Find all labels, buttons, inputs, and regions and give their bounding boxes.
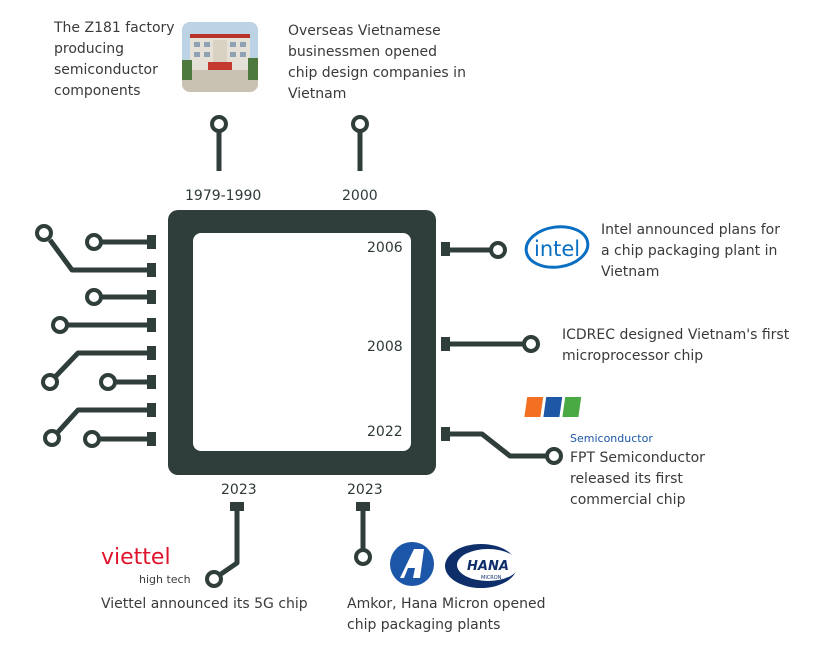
right-trace-2006 [441, 241, 507, 259]
bottom-trace-amkor [354, 502, 372, 566]
top-trace-1979 [210, 115, 228, 171]
right-trace-2022 [441, 427, 563, 465]
event-2023-amkor-line-2: chip packaging plants [347, 617, 501, 633]
year-label-2023-amkor: 2023 [347, 482, 383, 498]
right-trace-2008 [441, 335, 540, 353]
bottom-trace-viettel [205, 502, 244, 588]
event-2022-line-3: commercial chip [570, 492, 686, 508]
left-decorative-traces [35, 224, 156, 448]
event-2022-line-1: FPT Semiconductor [570, 450, 705, 466]
intel-logo: intel [524, 225, 590, 269]
event-1979-line-2: producing [54, 41, 125, 57]
event-2000-line-4: Vietnam [288, 86, 347, 102]
fpt-semiconductor-logo: F P T Semiconductor [524, 397, 653, 445]
viettel-high-tech-logo: viettel high tech [101, 545, 191, 586]
chip-window [193, 233, 411, 451]
event-2006-line-2: a chip packaging plant in [601, 243, 778, 259]
event-2022-description: FPT Semiconductor released its first com… [570, 448, 705, 511]
event-2023-viettel-description: Viettel announced its 5G chip [101, 594, 308, 615]
fpt-sub-text: Semiconductor [570, 432, 653, 445]
amkor-logo [390, 542, 434, 586]
hana-micron-logo: HANA MICRON [445, 544, 519, 588]
event-2008-line-2: microprocessor chip [562, 348, 704, 364]
viettel-sub-text: high tech [139, 573, 191, 586]
year-label-2006: 2006 [367, 240, 403, 256]
event-2023-amkor-description: Amkor, Hana Micron opened chip packaging… [347, 594, 546, 636]
event-2000-line-3: chip design companies in [288, 65, 466, 81]
event-1979-description: The Z181 factory producing semiconductor… [54, 18, 175, 102]
year-label-2022: 2022 [367, 424, 403, 440]
viettel-logo-text: viettel [101, 545, 171, 570]
fpt-letter-t: T [620, 399, 631, 418]
event-1979-line-1: The Z181 factory [54, 20, 175, 36]
top-trace-2000 [351, 115, 369, 171]
fpt-letter-p: P [601, 399, 613, 418]
year-label-2023-viettel: 2023 [221, 482, 257, 498]
event-2006-line-1: Intel announced plans for [601, 222, 780, 238]
event-2023-viettel-line-1: Viettel announced its 5G chip [101, 596, 308, 612]
year-label-1979-1990: 1979-1990 [185, 188, 262, 204]
event-1979-line-4: components [54, 83, 141, 99]
event-2008-description: ICDREC designed Vietnam's first micropro… [562, 325, 789, 367]
year-label-2000: 2000 [342, 188, 378, 204]
hana-sub-text: MICRON [481, 575, 502, 581]
event-2000-description: Overseas Vietnamese businessmen opened c… [288, 21, 466, 105]
fpt-letter-f: F [582, 399, 593, 418]
event-2000-line-1: Overseas Vietnamese [288, 23, 441, 39]
event-2022-line-2: released its first [570, 471, 683, 487]
hana-logo-text: HANA [467, 559, 509, 574]
factory-photo [182, 22, 258, 92]
event-2006-line-3: Vietnam [601, 264, 660, 280]
event-2000-line-2: businessmen opened [288, 44, 438, 60]
event-2008-line-1: ICDREC designed Vietnam's first [562, 327, 790, 343]
event-2006-description: Intel announced plans for a chip packagi… [601, 220, 780, 283]
year-label-2008: 2008 [367, 339, 403, 355]
event-1979-line-3: semiconductor [54, 62, 158, 78]
event-2023-amkor-line-1: Amkor, Hana Micron opened [347, 596, 546, 612]
intel-logo-text: intel [534, 237, 580, 261]
